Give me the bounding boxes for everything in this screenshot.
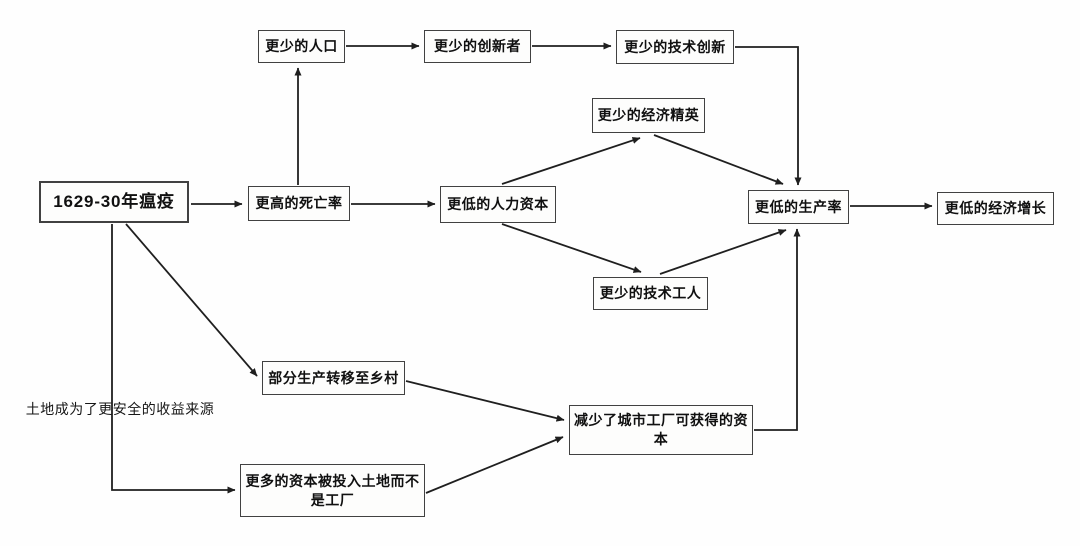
node-fewer-skilled-workers: 更少的技术工人 (593, 277, 708, 310)
node-higher-mortality: 更高的死亡率 (248, 186, 350, 221)
node-less-tech-innovation: 更少的技术创新 (616, 30, 734, 64)
edge-reducedcapital-productivity (754, 228, 801, 431)
note-land-safer-income: 土地成为了更安全的收益来源 (25, 401, 215, 417)
edge-plague-ruralproduction (125, 223, 258, 377)
edge-elites-productivity (653, 134, 784, 185)
edge-humancapital-elites (501, 137, 641, 185)
node-capital-into-land: 更多的资本被投入土地而不是工厂 (240, 464, 425, 517)
edge-humancapital-skilledworkers (501, 223, 642, 273)
node-production-to-rural: 部分生产转移至乡村 (262, 361, 405, 395)
node-reduced-urban-capital: 减少了城市工厂可获得的资本 (569, 405, 753, 455)
node-fewer-economic-elites: 更少的经济精英 (592, 98, 705, 133)
edge-techinnovation-productivity (735, 46, 802, 186)
node-fewer-innovators: 更少的创新者 (424, 30, 531, 63)
edge-ruralproduction-reducedcapital (405, 380, 565, 422)
node-plague: 1629-30年瘟疫 (39, 181, 189, 223)
node-less-population: 更少的人口 (258, 30, 345, 63)
node-lower-economic-growth: 更低的经济增长 (937, 192, 1054, 225)
edge-skilledworkers-productivity (659, 229, 787, 275)
node-lower-human-capital: 更低的人力资本 (440, 186, 556, 223)
node-lower-productivity: 更低的生产率 (748, 190, 849, 224)
edge-plague-capitaltoland (111, 224, 236, 494)
edge-capitaltoland-reducedcapital (425, 436, 564, 494)
